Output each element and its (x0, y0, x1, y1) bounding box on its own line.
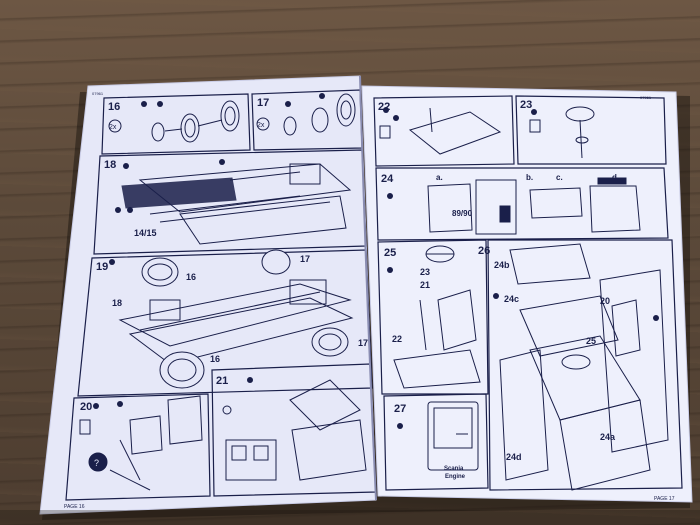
step-23-drawing (529, 106, 595, 159)
step-25-number: 25 (384, 247, 396, 259)
step-24-label-c: c. (556, 173, 563, 182)
step-21-drawing (222, 379, 367, 481)
step-16-qty: 2x (109, 124, 117, 131)
step-21-number: 21 (216, 375, 228, 387)
step-16-wheel-drawing: 2x (108, 100, 240, 143)
step-24-number: 24 (381, 173, 394, 185)
step-24-panel (375, 167, 669, 241)
step-26-label-25: 25 (586, 336, 596, 346)
step-27-number: 27 (394, 403, 406, 415)
step-26-panel (487, 239, 683, 491)
step-24-label-d: d. (612, 173, 619, 182)
step-20-number: 20 (80, 401, 92, 413)
step-25-label-21: 21 (420, 280, 430, 290)
step-27-label-scania: Scania (444, 466, 464, 472)
step-20-drawing: ? (79, 395, 203, 491)
step-24-parts: 89/90 (452, 209, 473, 218)
step-25-drawing (393, 245, 481, 389)
booklet-spine (359, 75, 377, 501)
step-16-panel (101, 93, 251, 155)
step-25-label-23: 23 (420, 267, 430, 277)
step-26-label-20: 20 (600, 296, 610, 306)
step-17-number: 17 (257, 97, 269, 109)
right-page: 07961 PAGE 17 22 23 24 25 26 27 (361, 85, 693, 503)
step-19-label-16b: 16 (210, 354, 220, 364)
step-24-label-a: a. (436, 173, 443, 182)
step-25-panel (377, 239, 489, 395)
step-26-label-24d: 24d (506, 452, 522, 462)
step-27-label-engine: Engine (445, 474, 466, 480)
step-18-chassis-drawing (121, 163, 352, 245)
step-19-label-18: 18 (112, 298, 122, 308)
step-23-panel (515, 95, 667, 165)
step-22-drawing (379, 107, 502, 155)
left-kit-number: 07961 (92, 91, 104, 96)
left-page: 07961 PAGE 16 16 17 18 19 20 21 2x (39, 75, 377, 515)
step-19-label-16a: 16 (186, 272, 196, 282)
step-27-drawing (427, 401, 479, 471)
step-18-number: 18 (104, 159, 116, 171)
step-17-wheel-drawing: 2x (256, 93, 356, 136)
left-page-footer: PAGE 16 (64, 504, 85, 510)
step-19-chassis-drawing (118, 249, 354, 389)
step-26-label-24b: 24b (494, 260, 510, 270)
step-26-label-24a: 24a (600, 432, 616, 442)
step-25-label-22: 22 (392, 334, 402, 344)
step-17-qty: 2x (257, 122, 265, 129)
step-26-cab-drawing (499, 243, 669, 491)
right-page-footer: PAGE 17 (654, 496, 675, 502)
step-27-panel (383, 393, 489, 491)
step-22-panel (373, 95, 515, 167)
step-26-label-24c: 24c (504, 294, 519, 304)
step-20-panel (65, 393, 211, 501)
step-19-label-17b: 17 (358, 338, 368, 348)
step-24-label-b: b. (526, 173, 533, 182)
step-16-number: 16 (108, 101, 120, 113)
step-19-number: 19 (96, 261, 108, 273)
step-18-part-number: 14/15 (134, 228, 157, 238)
step-19-label-17a: 17 (300, 254, 310, 264)
step-23-number: 23 (520, 99, 532, 111)
step-24-drawing (427, 177, 641, 235)
step-26-number: 26 (478, 245, 490, 257)
svg-text:?: ? (94, 458, 99, 468)
